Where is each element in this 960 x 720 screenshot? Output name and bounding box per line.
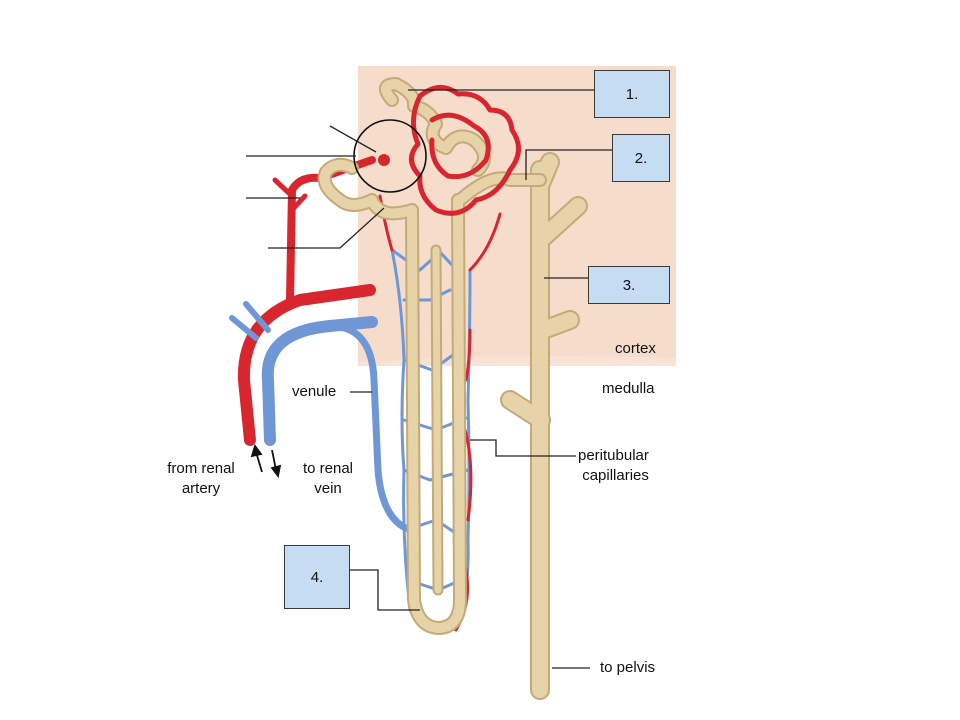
leader-lines	[246, 89, 612, 669]
to-renal-vein-label: to renal vein	[294, 459, 362, 499]
answer-box-2[interactable]: 2.	[612, 134, 670, 182]
arrow-in-head-icon	[250, 444, 263, 458]
venules	[229, 301, 414, 534]
leader-2	[525, 149, 612, 180]
to-renal-line-2: vein	[314, 480, 342, 497]
renal-tubule	[317, 77, 547, 635]
answer-box-1[interactable]: 1.	[594, 70, 670, 118]
venule-label: venule	[292, 383, 337, 400]
peritubular-line-2: capillaries	[582, 467, 649, 484]
answer-box-4[interactable]: 4.	[284, 545, 350, 609]
leader-blank-d	[329, 125, 377, 153]
peritubular-line-1: peritubular	[578, 447, 649, 464]
peritubular-capillaries-label: peritubular capillaries	[578, 446, 649, 486]
collecting-duct	[500, 152, 588, 700]
from-renal-line-1: from renal	[167, 460, 235, 477]
answer-box-3[interactable]: 3.	[588, 266, 670, 304]
from-renal-artery-label: from renal artery	[160, 459, 242, 499]
medulla-label: medulla	[602, 380, 655, 397]
from-renal-line-2: artery	[181, 480, 221, 497]
leader-peritubular	[470, 439, 576, 457]
to-pelvis-label: to pelvis	[600, 659, 656, 676]
leader-4	[348, 569, 420, 611]
to-renal-line-1: to renal	[302, 460, 354, 477]
cortex-label: cortex	[615, 340, 656, 357]
arrow-out-head-icon	[270, 464, 282, 479]
flow-arrows	[250, 444, 282, 479]
leader-blank-c	[268, 207, 385, 249]
afferent-arteriole-knot	[378, 154, 390, 166]
glomerular-capillaries	[409, 85, 521, 216]
